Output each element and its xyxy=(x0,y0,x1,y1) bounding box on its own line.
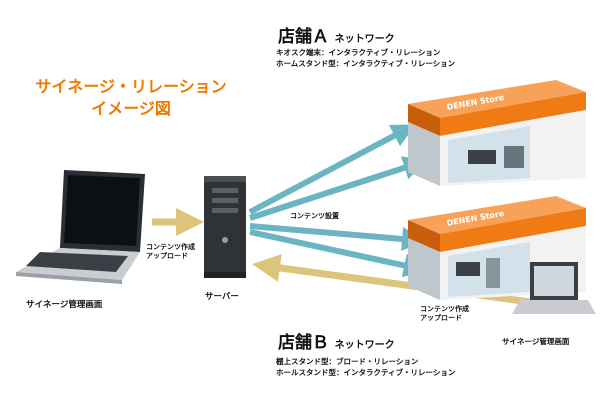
store-a-building xyxy=(408,80,586,186)
store-a-line-2: ホームスタンド型：インタラクティブ・リレーション xyxy=(276,59,456,68)
store-b-heading: 店舗Ｂ ネットワーク xyxy=(278,328,395,353)
laptop-illustration xyxy=(16,170,145,284)
store-b-line-1: 棚上スタンド型：ブロード・リレーション xyxy=(276,357,419,366)
upload-label-left-line-1: コンテンツ作成 xyxy=(146,243,195,251)
delivery-label: コンテンツ設置 xyxy=(290,212,339,220)
upload-label-right: コンテンツ作成 アップロード xyxy=(420,305,469,323)
diagram-title-line-1: サイネージ・リレーション xyxy=(35,77,227,96)
store-a-heading: 店舗Ａ ネットワーク xyxy=(278,22,395,47)
diagram-title-line-2: イメージ図 xyxy=(91,99,171,118)
server-label: サーバー xyxy=(205,292,239,302)
delivery-arrow-3 xyxy=(249,223,426,251)
right-laptop-illustration xyxy=(512,262,596,314)
store-b-building xyxy=(408,196,586,300)
delivery-arrow-1 xyxy=(248,124,416,215)
upload-label-right-line-2: アップロード xyxy=(420,314,462,322)
store-a-heading-small: ネットワーク xyxy=(334,34,395,45)
server-illustration xyxy=(204,176,246,278)
laptop-label: サイネージ管理画面 xyxy=(26,300,103,310)
delivery-arrow-2 xyxy=(249,156,428,221)
store-a-heading-big: 店舗Ａ xyxy=(278,27,329,47)
store-b-line-2: ホールスタンド型：インタラクティブ・リレーション xyxy=(276,368,456,377)
upload-label-left-line-2: アップロード xyxy=(146,252,188,260)
store-b-heading-small: ネットワーク xyxy=(334,340,395,351)
upload-label-left: コンテンツ作成 アップロード xyxy=(146,243,195,261)
delivery-arrow-4 xyxy=(249,229,428,278)
store-a-line-1: キオスク端末：インタラクティブ・リレーション xyxy=(276,48,441,57)
right-laptop-label: サイネージ管理画面 xyxy=(502,337,570,346)
upload-label-right-line-1: コンテンツ作成 xyxy=(420,305,469,313)
store-b-heading-big: 店舗Ｂ xyxy=(278,333,329,353)
